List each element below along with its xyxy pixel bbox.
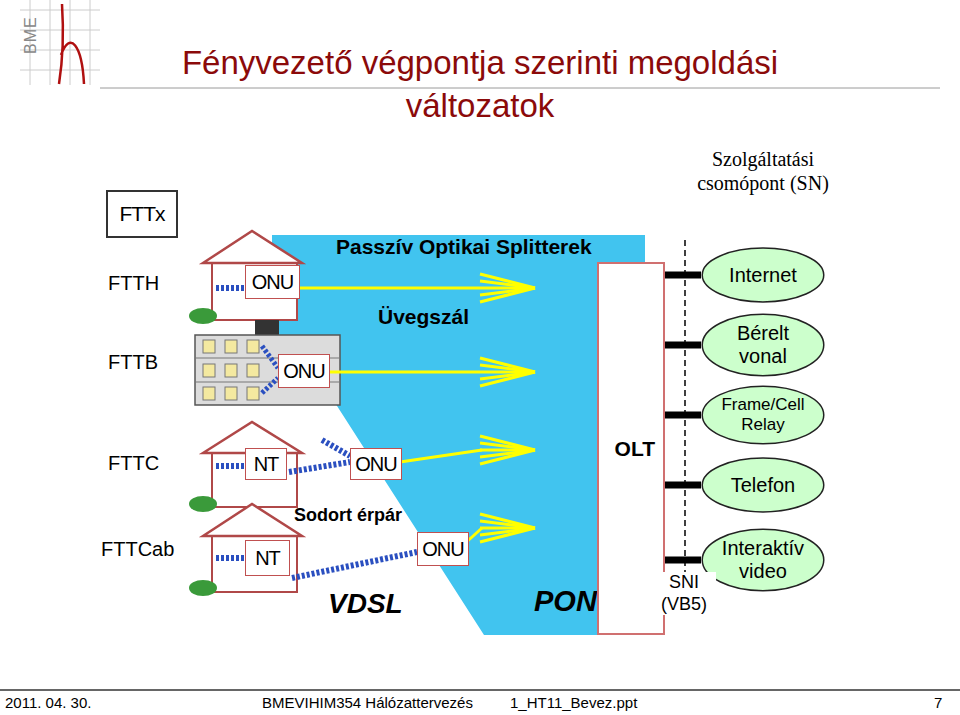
onu-box: ONU — [245, 265, 300, 299]
onu-box: ONU — [350, 448, 402, 480]
splitter-fans — [480, 274, 535, 542]
onu-box: ONU — [417, 532, 469, 566]
node-label: Telefon — [731, 474, 796, 497]
node-label: ONU — [252, 271, 293, 294]
region-label: Passzív Optikai Splitterek — [336, 235, 592, 259]
node-label: NT — [255, 547, 280, 570]
interface-label: SNI (VB5) — [652, 572, 716, 615]
nt-box: NT — [245, 540, 290, 576]
sn-heading: Szolgáltatási csomópont (SN) — [693, 147, 833, 195]
splitter-stroke — [480, 521, 535, 528]
port-connector — [665, 272, 701, 279]
ftt-label: FTTB — [108, 351, 158, 374]
node-label: NT — [254, 453, 279, 476]
logo-grid — [20, 0, 100, 85]
node-label: ONU — [355, 453, 396, 476]
splitter-stroke — [480, 372, 535, 386]
ftt-label: FTTH — [108, 272, 159, 295]
node-label: Bérelt vonal — [719, 322, 807, 368]
slide-title: Fényvezető végpontja szerinti megoldási … — [120, 42, 840, 128]
node-label: ONU — [283, 360, 324, 383]
logo-curve — [59, 4, 84, 84]
footer-text: 2011. 04. 30. — [5, 694, 91, 711]
node-label: OLT — [615, 437, 655, 461]
splitter-stroke — [480, 281, 535, 288]
nt-box: NT — [245, 448, 287, 480]
splitter-stroke — [480, 450, 535, 464]
house-fttc — [189, 422, 350, 512]
footer-rule — [0, 689, 960, 691]
footer-text: BMEVIHIM354 Hálózattervezés — [262, 694, 473, 711]
medium-label: Sodort érpár — [294, 505, 402, 526]
splitter-stroke — [480, 436, 535, 450]
service-ellipse: Bérelt vonal — [701, 313, 825, 377]
node-label: Frame/Cell Relay — [719, 395, 807, 435]
ftt-label: FTTC — [108, 452, 159, 475]
splitter-stroke — [480, 443, 535, 450]
node-label: ONU — [422, 538, 463, 561]
service-ellipse: Frame/Cell Relay — [701, 385, 825, 445]
ftt-label: FTTCab — [101, 538, 174, 561]
node-label: FTTx — [120, 202, 165, 226]
splitter-stroke — [480, 514, 535, 528]
service-ellipse: Telefon — [701, 457, 825, 513]
page-number: 7 — [934, 694, 942, 711]
service-ellipse: Internet — [701, 247, 825, 303]
port-connector — [665, 342, 701, 349]
sni-line — [684, 240, 686, 572]
house-fttcab — [189, 504, 417, 596]
footer-text: 1_HT11_Bevez.ppt — [510, 694, 637, 711]
logo-text: BME — [22, 16, 40, 54]
onu-box: ONU — [278, 354, 330, 388]
region-fill — [272, 235, 645, 635]
house-ftth — [189, 231, 302, 324]
building-fttb — [195, 320, 340, 405]
onu-box: FTTx — [106, 190, 178, 238]
splitter-stroke — [480, 528, 535, 542]
node-label: Interaktív video — [719, 537, 807, 583]
splitter-stroke — [480, 358, 535, 372]
node-label: Internet — [729, 264, 797, 287]
splitter-stroke — [480, 365, 535, 372]
pon-region: Passzív Optikai SplitterekÜvegszálPON — [272, 235, 645, 635]
tech-label: VDSL — [328, 588, 403, 620]
splitter-stroke — [480, 288, 535, 302]
port-connector — [665, 482, 701, 489]
port-connector — [665, 557, 701, 564]
region-label: PON — [534, 585, 597, 618]
splitter-stroke — [480, 274, 535, 288]
region-label: Üvegszál — [378, 305, 469, 329]
port-connector — [665, 412, 701, 419]
service-ellipse: Interaktív video — [701, 528, 825, 592]
